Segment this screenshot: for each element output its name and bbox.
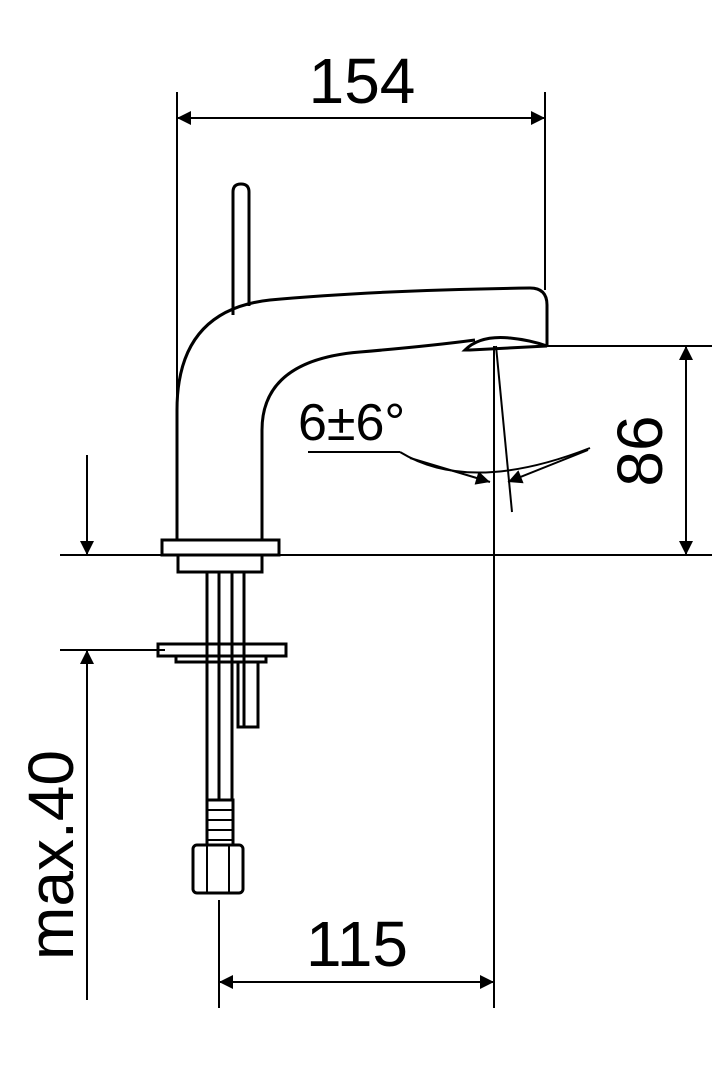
spout-inner-contour: [260, 338, 476, 540]
hose-thread: [205, 798, 235, 847]
tilted-flow-axis: [495, 345, 513, 513]
angle-arrow-right: [507, 449, 589, 484]
base-plate: [160, 538, 281, 557]
base-collar: [176, 553, 264, 574]
hose-nut: [191, 843, 245, 895]
faucet: [156, 182, 549, 895]
dimension-label-max40: max.40: [15, 750, 87, 960]
angle-arrow-left: [409, 457, 491, 485]
lever-handle: [231, 182, 251, 315]
spout-aerator: [461, 336, 548, 352]
dimension-label-154: 154: [309, 45, 416, 117]
spout-outer-contour: [175, 286, 549, 540]
dimension-label-angle: 6±6°: [298, 394, 405, 452]
mounting-washer: [156, 642, 288, 658]
side-clamp: [236, 660, 260, 729]
dimension-label-115: 115: [306, 908, 408, 980]
hose-thread-lines: [207, 809, 233, 841]
dimension-label-86: 86: [604, 415, 676, 486]
mounting-nut: [174, 654, 268, 664]
